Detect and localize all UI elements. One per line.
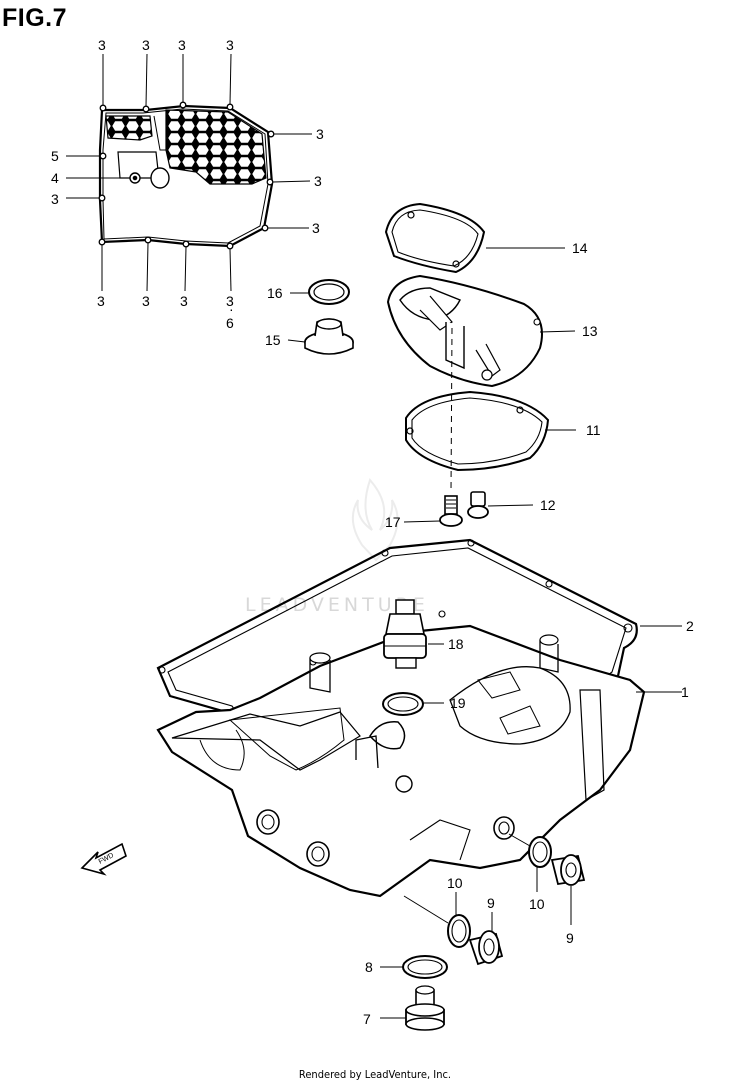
callout-3: 3 bbox=[312, 220, 320, 236]
callout-3: 3 bbox=[178, 37, 186, 53]
callout-separator-dot: · bbox=[229, 301, 234, 317]
callout-3: 3 bbox=[314, 173, 322, 189]
figure-title: FIG.7 bbox=[2, 4, 68, 32]
callout-12: 12 bbox=[540, 497, 556, 513]
callout-3: 3 bbox=[180, 293, 188, 309]
callout-4: 4 bbox=[51, 170, 59, 186]
part-10-washer-right bbox=[528, 836, 552, 892]
oil-strainer-screen bbox=[98, 101, 275, 250]
callout-3: 3 bbox=[316, 126, 324, 142]
callout-2: 2 bbox=[686, 618, 694, 634]
callout-8: 8 bbox=[365, 959, 373, 975]
part-10-washer-left bbox=[447, 892, 471, 948]
part-1-oil-pan bbox=[156, 624, 682, 898]
part-14-gasket bbox=[384, 202, 565, 274]
part-12-bolt bbox=[467, 491, 534, 519]
assembly-center-line bbox=[450, 327, 453, 493]
callout-17: 17 bbox=[385, 514, 401, 530]
drain-leader-line-right bbox=[508, 833, 531, 847]
drain-leader-line-left bbox=[403, 895, 449, 924]
callout-10: 10 bbox=[447, 875, 463, 891]
part-15-grommet bbox=[287, 318, 354, 355]
callout-14: 14 bbox=[572, 240, 588, 256]
callout-labels: 3 3 3 3 3 3 3 5 4 3 3 3 3 3 · 6 16 15 14… bbox=[51, 37, 694, 1027]
callout-15: 15 bbox=[265, 332, 281, 348]
callout-5: 5 bbox=[51, 148, 59, 164]
part-11-gasket bbox=[405, 390, 576, 472]
callout-3: 3 bbox=[51, 191, 59, 207]
callout-3: 3 bbox=[98, 37, 106, 53]
callout-13: 13 bbox=[582, 323, 598, 339]
part-19-o-ring bbox=[382, 692, 444, 716]
callout-3: 3 bbox=[226, 293, 234, 309]
part-16-o-ring bbox=[290, 279, 350, 305]
callout-3: 3 bbox=[97, 293, 105, 309]
callout-18: 18 bbox=[448, 636, 464, 652]
leadventure-flame-logo bbox=[351, 478, 399, 562]
part-8-o-ring bbox=[380, 955, 448, 979]
callout-10: 10 bbox=[529, 896, 545, 912]
part-7-oil-filter-plug bbox=[380, 985, 445, 1031]
part-13-cover bbox=[386, 274, 576, 388]
strainer-leader-lines bbox=[66, 53, 312, 292]
callout-1: 1 bbox=[681, 684, 689, 700]
fwd-arrow-icon: FWD bbox=[80, 842, 127, 876]
part-18-oil-pressure-switch bbox=[383, 599, 444, 669]
callout-7: 7 bbox=[363, 1011, 371, 1027]
callout-16: 16 bbox=[267, 285, 283, 301]
part-17-bolt bbox=[403, 495, 463, 527]
render-credit: Rendered by LeadVenture, Inc. bbox=[298, 1068, 452, 1081]
callout-9: 9 bbox=[487, 895, 495, 911]
part-9-drain-plug-right bbox=[550, 854, 586, 925]
callout-3: 3 bbox=[142, 293, 150, 309]
part-9-drain-plug-left bbox=[468, 912, 504, 966]
callout-11: 11 bbox=[586, 422, 601, 438]
callout-9: 9 bbox=[566, 930, 574, 946]
callout-3: 3 bbox=[142, 37, 150, 53]
callout-19: 19 bbox=[450, 695, 466, 711]
callout-3: 3 bbox=[226, 37, 234, 53]
callout-6: 6 bbox=[226, 315, 234, 331]
